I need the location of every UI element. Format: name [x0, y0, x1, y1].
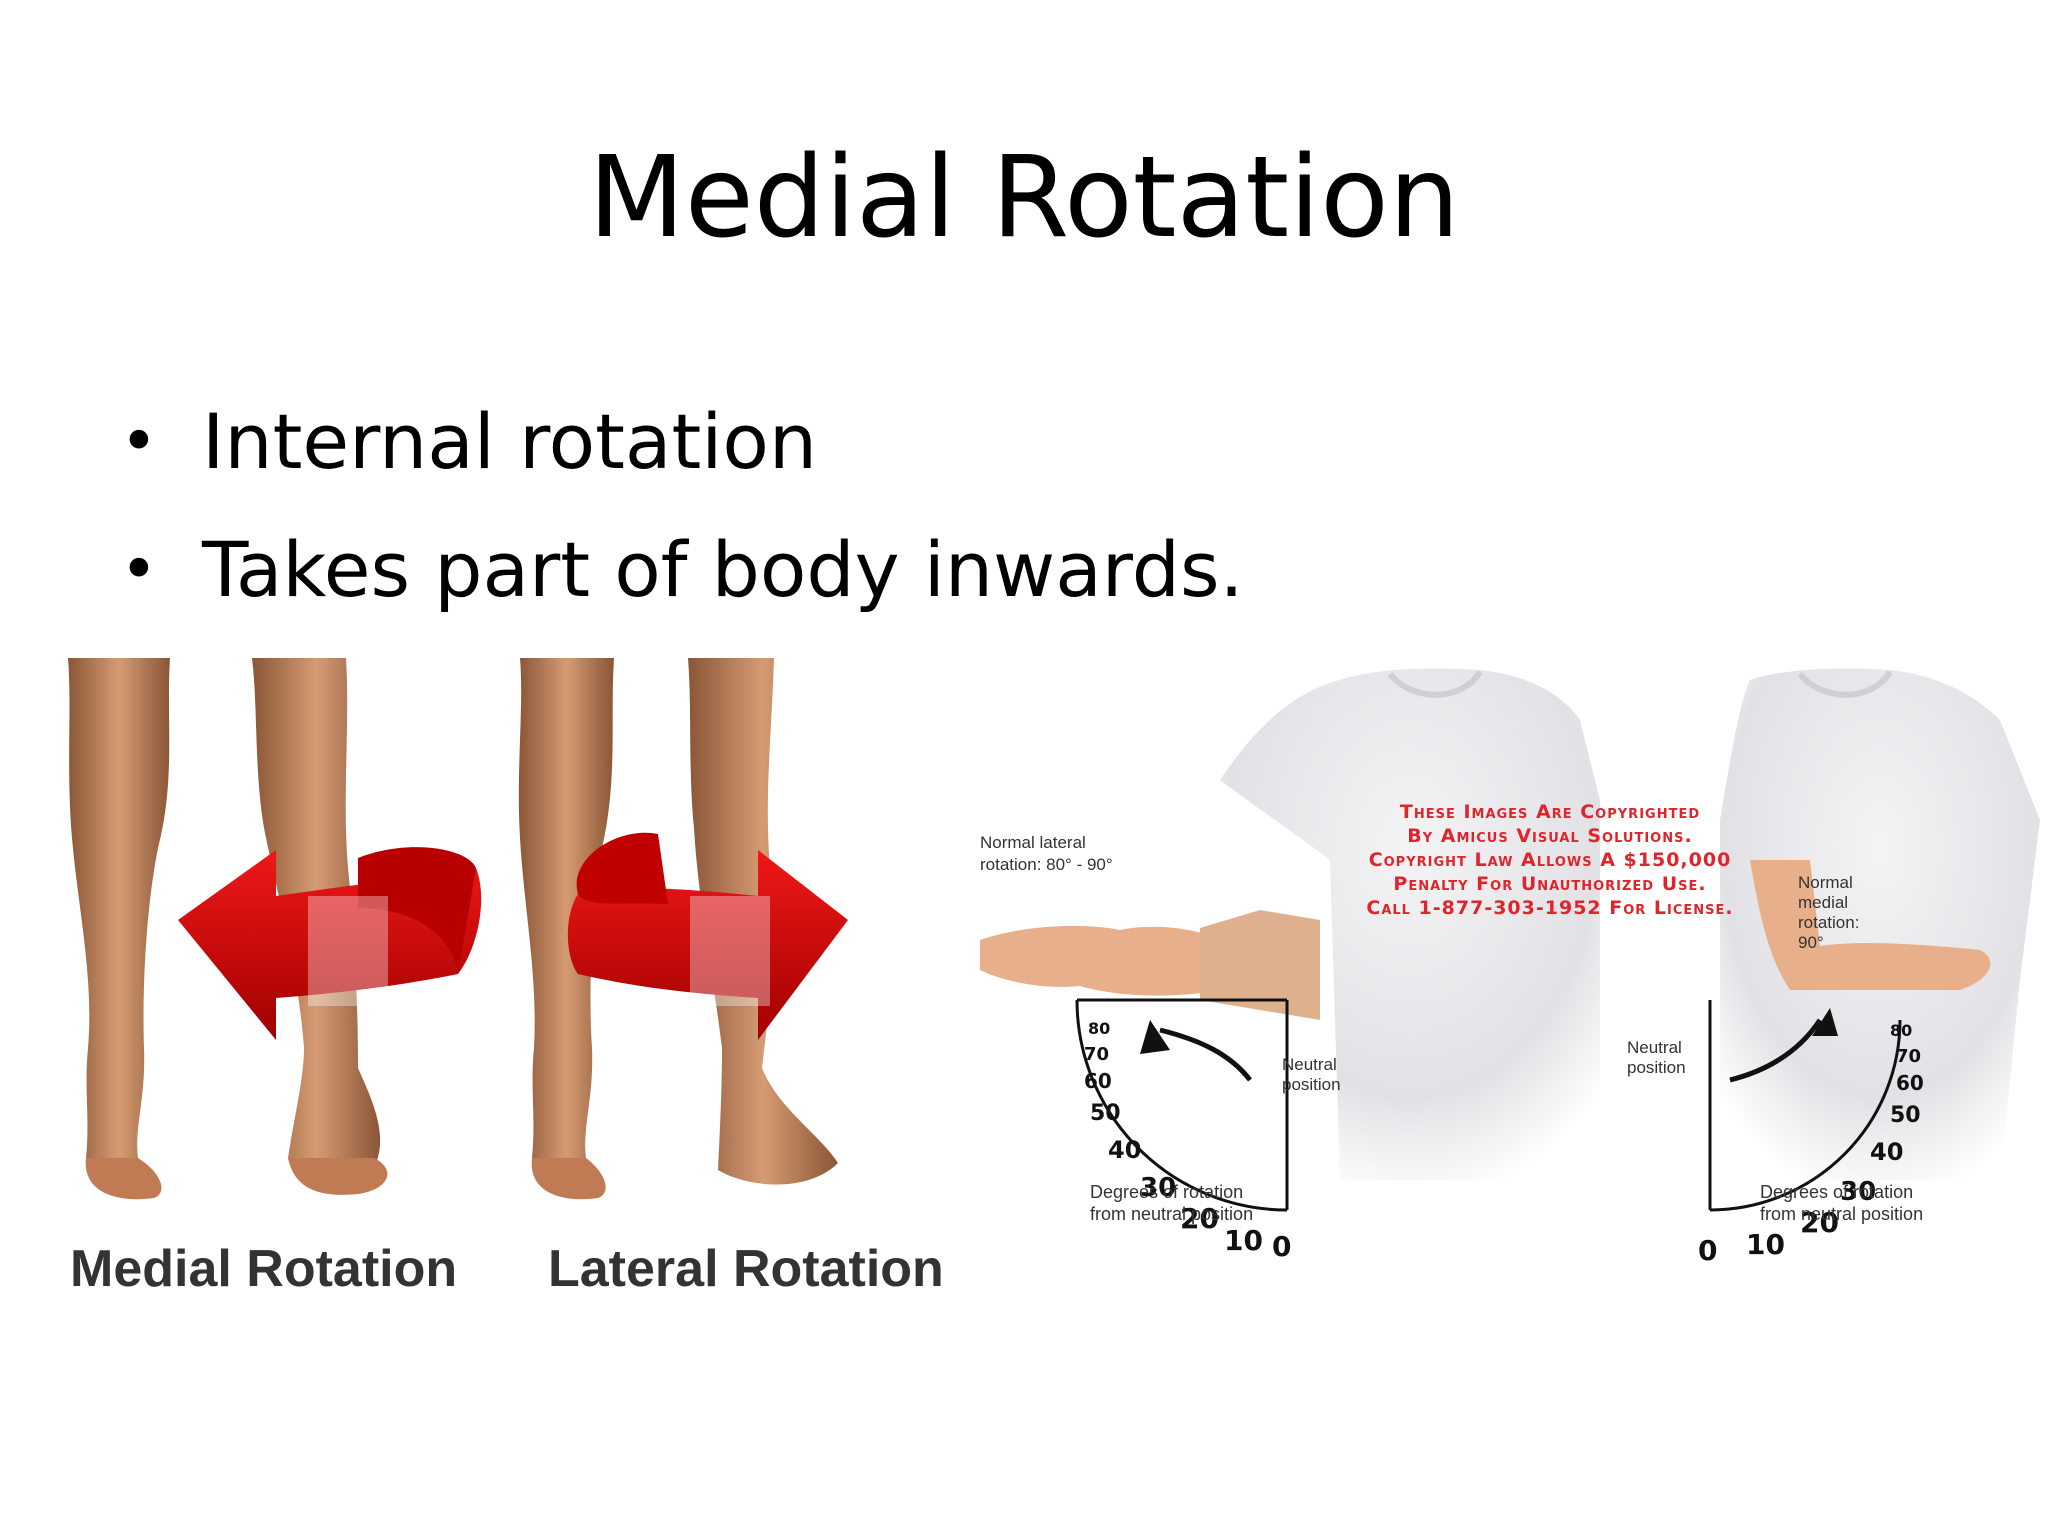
shoulder-rotation-figure: 0 10 20 30 40 50 60 70 80 0 10 20 30 40 … [980, 668, 2040, 1267]
svg-text:60: 60 [1084, 1069, 1112, 1093]
copyright-watermark: These Images Are Copyrighted By Amicus V… [1366, 801, 1733, 919]
svg-text:70: 70 [1896, 1046, 1921, 1067]
lateral-rotation-label-line1: Normal lateral [980, 833, 1086, 852]
svg-text:50: 50 [1090, 1101, 1121, 1126]
svg-text:0: 0 [1698, 1234, 1717, 1267]
svg-text:20: 20 [1800, 1206, 1839, 1239]
neutral-label-left-line2: position [1282, 1075, 1341, 1094]
bullet-list: Internal rotation Takes part of body inw… [120, 378, 1244, 634]
bullet-item: Takes part of body inwards. [120, 506, 1244, 634]
neutral-label-right-line1: Neutral [1627, 1038, 1682, 1057]
svg-text:Copyright Law Allows A $150,00: Copyright Law Allows A $150,000 [1369, 849, 1732, 871]
svg-text:80: 80 [1890, 1021, 1912, 1040]
svg-text:70: 70 [1084, 1044, 1109, 1065]
svg-text:0: 0 [1272, 1230, 1291, 1263]
svg-text:Call 1-877-303-1952 For Licens: Call 1-877-303-1952 For License. [1366, 897, 1733, 919]
medial-rotation-caption: Medial Rotation [70, 1240, 457, 1298]
medial-rotation-scale [1708, 1000, 1902, 1212]
svg-text:30: 30 [1140, 1173, 1176, 1203]
lateral-rotation-scale [1075, 998, 1289, 1212]
svg-text:10: 10 [1224, 1224, 1263, 1257]
svg-text:30: 30 [1840, 1177, 1876, 1207]
svg-text:Penalty For Unauthorized Use.: Penalty For Unauthorized Use. [1393, 873, 1706, 895]
neutral-label-right-line2: position [1627, 1058, 1686, 1077]
medial-rotation-label-line4: 90° [1798, 933, 1824, 952]
lateral-rotation-label-line2: rotation: 80° - 90° [980, 855, 1113, 874]
svg-text:50: 50 [1890, 1103, 1921, 1128]
svg-text:20: 20 [1180, 1202, 1219, 1235]
degrees-caption-right-line2: from neutral position [1760, 1204, 1923, 1224]
leg-rotation-figure: Medial Rotation Lateral Rotation [68, 658, 944, 1298]
lateral-scale-tick-labels: 0 10 20 30 40 50 60 70 80 [1084, 1019, 1291, 1263]
svg-text:40: 40 [1108, 1136, 1141, 1164]
medial-rotation-torso [1720, 668, 2040, 1180]
svg-text:By Amicus Visual Solutions.: By Amicus Visual Solutions. [1407, 825, 1692, 847]
medial-rotation-legs [68, 658, 482, 1200]
svg-text:40: 40 [1870, 1138, 1903, 1166]
svg-text:These Images Are Copyrighted: These Images Are Copyrighted [1400, 801, 1700, 823]
neutral-label-left-line1: Neutral [1282, 1055, 1337, 1074]
svg-text:10: 10 [1746, 1228, 1785, 1261]
svg-text:80: 80 [1088, 1019, 1110, 1038]
bullet-item: Internal rotation [120, 378, 1244, 506]
slide-title: Medial Rotation [588, 133, 1460, 263]
svg-text:60: 60 [1896, 1071, 1924, 1095]
medial-rotation-label-line3: rotation: [1798, 913, 1859, 932]
degrees-caption-left-line1: Degrees of rotation [1090, 1182, 1243, 1202]
degrees-caption-left-line2: from neutral position [1090, 1204, 1253, 1224]
lateral-rotation-legs [518, 658, 848, 1200]
lateral-rotation-caption: Lateral Rotation [548, 1240, 944, 1298]
lateral-rotation-torso [980, 668, 1600, 1180]
medial-rotation-label-line1: Normal [1798, 873, 1853, 892]
medial-rotation-label-line2: medial [1798, 893, 1848, 912]
medial-scale-tick-labels: 0 10 20 30 40 50 60 70 80 [1698, 1021, 1924, 1267]
degrees-caption-right-line1: Degrees of rotation [1760, 1182, 1913, 1202]
